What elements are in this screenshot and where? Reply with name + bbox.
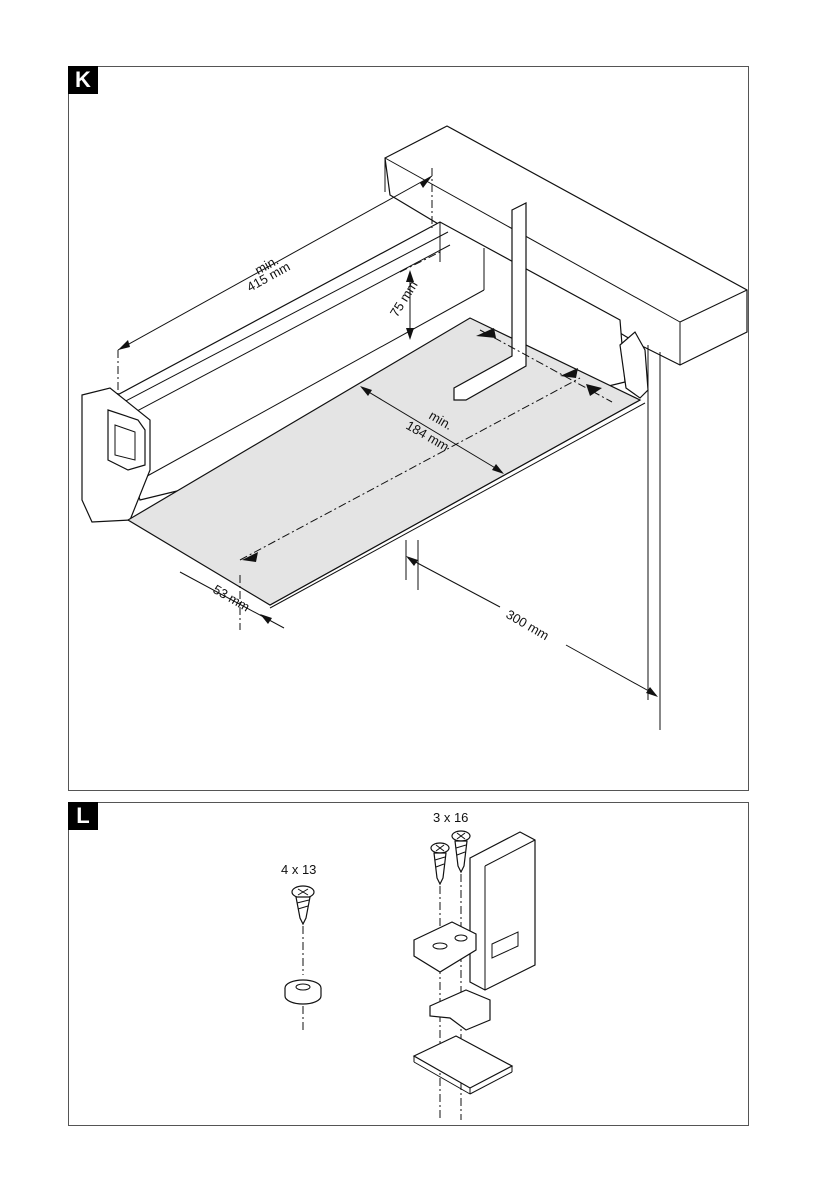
large-screw-icon-2 <box>452 831 470 872</box>
large-screw-icon-1 <box>431 843 449 884</box>
base-plate-icon <box>414 1036 512 1094</box>
large-screw-label: 3 x 16 <box>433 810 468 825</box>
small-screw-icon <box>292 886 314 924</box>
cover-cap-icon <box>470 832 535 990</box>
glider-icon <box>285 980 321 1004</box>
distance-value-label: 300 mm <box>504 607 552 643</box>
small-screw-label: 4 x 13 <box>281 862 316 877</box>
clip-icon <box>430 990 490 1030</box>
bracket-icon <box>414 922 476 972</box>
